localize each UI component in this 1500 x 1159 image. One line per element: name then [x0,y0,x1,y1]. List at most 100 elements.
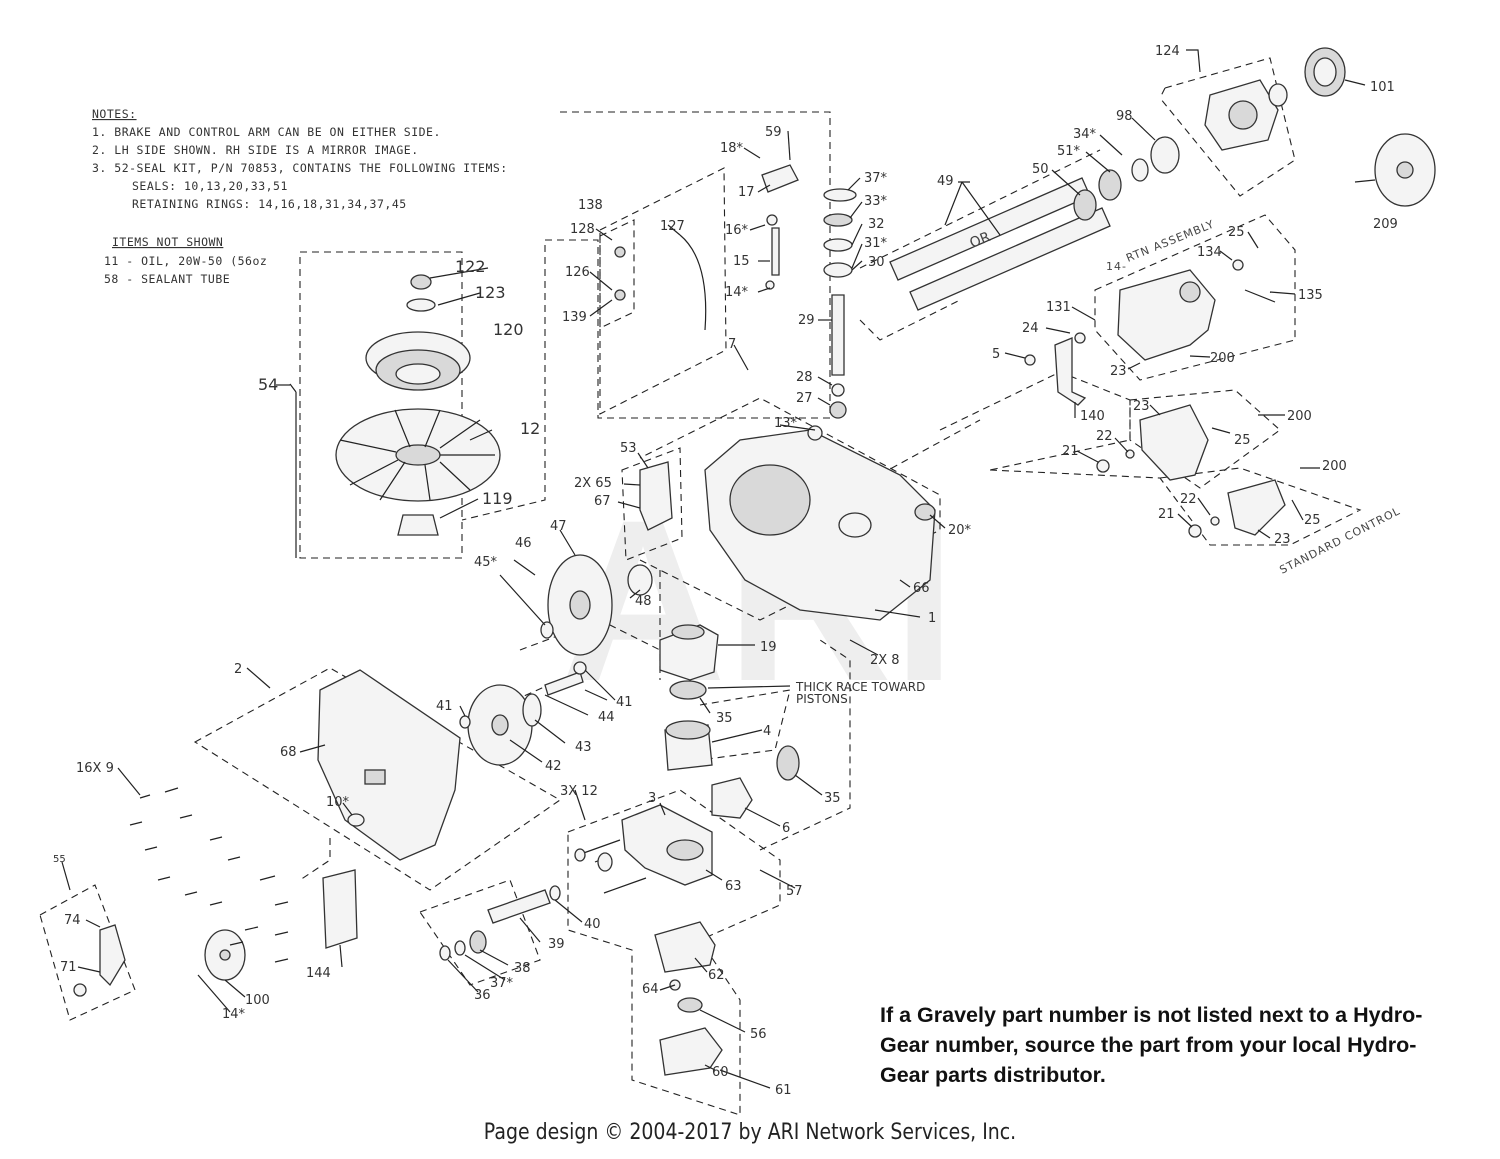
standard-control-callout: STANDARD CONTROL [1277,504,1402,576]
label-124: 124 [1155,44,1180,59]
side-cover [317,669,461,861]
label-54: 54 [258,375,278,394]
label-2x65: 2X 65 [574,476,612,491]
pump-19 [659,624,719,681]
label-63: 63 [725,879,742,894]
center-section [621,804,713,886]
label-126: 126 [565,265,590,280]
label-200-std: 200 [1322,459,1347,474]
bolt-set-16 [129,787,289,963]
items-not-shown-1: 11 - OIL, 20W-50 (56oz [104,254,267,268]
notes-heading: NOTES: [92,107,137,121]
label-16x9: 16X 9 [76,761,114,776]
label-144: 144 [306,966,331,981]
label-60: 60 [712,1065,729,1080]
label-29: 29 [798,313,815,328]
label-37-bottom: 37* [490,976,514,991]
label-131: 131 [1046,300,1071,315]
label-21-std: 21 [1158,507,1175,522]
thick-race-note-1: THICK RACE TOWARD [795,680,925,694]
label-13: 13* [774,416,798,431]
label-31: 31* [864,236,888,251]
note-line-4: SEALS: 10,13,20,33,51 [132,179,288,193]
label-23-rtn: 23 [1110,364,1127,379]
label-20: 20* [948,523,972,538]
label-2: 2 [234,662,242,677]
hub-119 [397,514,439,536]
label-53: 53 [620,441,637,456]
note-line-2: 2. LH SIDE SHOWN. RH SIDE IS A MIRROR IM… [92,143,419,157]
label-25-std: 25 [1304,513,1321,528]
rtn-prefix: 14- [1106,260,1127,273]
label-57: 57 [786,884,803,899]
label-28: 28 [796,370,813,385]
label-46: 46 [515,536,532,551]
label-40: 40 [584,917,601,932]
label-44: 44 [598,710,615,725]
label-48: 48 [635,594,652,609]
label-100: 100 [245,993,270,1008]
leader-lines [61,49,1366,1089]
label-3x12: 3X 12 [560,784,598,799]
label-120: 120 [493,320,524,339]
label-128: 128 [570,222,595,237]
label-51: 51* [1057,144,1081,159]
label-42: 42 [545,759,562,774]
label-5: 5 [992,347,1000,362]
label-22-mid: 22 [1096,429,1113,444]
label-33: 33* [864,194,888,209]
label-45: 45* [474,555,498,570]
label-41-left: 41 [436,699,453,714]
label-49: 49 [937,174,954,189]
label-135: 135 [1298,288,1323,303]
label-209: 209 [1373,217,1398,232]
label-32: 32 [868,217,885,232]
label-15: 15 [733,254,750,269]
note-line-1: 1. BRAKE AND CONTROL ARM CAN BE ON EITHE… [92,125,441,139]
label-68: 68 [280,745,297,760]
label-123: 123 [475,283,506,302]
label-16: 16* [725,223,749,238]
items-not-shown-2: 58 - SEALANT TUBE [104,272,230,286]
label-23-mid: 23 [1133,399,1150,414]
label-17: 17 [738,185,755,200]
label-23-std: 23 [1274,532,1291,547]
disclaimer-text: If a Gravely part number is not listed n… [880,1003,1423,1087]
nut-122 [410,274,432,290]
label-122: 122 [455,257,486,276]
label-7: 7 [728,337,736,352]
label-127: 127 [660,219,685,234]
label-14-top: 14* [725,285,749,300]
label-6: 6 [782,821,790,836]
label-47: 47 [550,519,567,534]
parts [73,47,1436,1076]
label-22-std: 22 [1180,492,1197,507]
label-30: 30 [868,255,885,270]
label-38: 38 [514,961,531,976]
label-66: 66 [913,581,930,596]
label-62: 62 [708,968,725,983]
label-4: 4 [763,724,771,739]
label-39: 39 [548,937,565,952]
label-59: 59 [765,125,782,140]
label-119: 119 [482,489,513,508]
label-43: 43 [575,740,592,755]
items-not-shown-heading: ITEMS NOT SHOWN [112,235,223,249]
label-139: 139 [562,310,587,325]
label-21-mid: 21 [1062,444,1079,459]
label-67: 67 [594,494,611,509]
label-35-right: 35 [824,791,841,806]
note-line-5: RETAINING RINGS: 14,16,18,31,34,37,45 [132,197,407,211]
label-200-rtn: 200 [1210,351,1235,366]
label-140: 140 [1080,409,1105,424]
label-2x8: 2X 8 [870,653,900,668]
label-19: 19 [760,640,777,655]
label-37-top: 37* [864,171,888,186]
label-98: 98 [1116,109,1133,124]
label-18: 18* [720,141,744,156]
note-line-3: 3. 52-SEAL KIT, P/N 70853, CONTAINS THE … [92,161,508,175]
label-27: 27 [796,391,813,406]
part-labels: 124 101 98 34* 51* 50 49 209 25 134 135 … [53,44,1398,1098]
label-12: 12 [520,419,540,438]
label-50: 50 [1032,162,1049,177]
